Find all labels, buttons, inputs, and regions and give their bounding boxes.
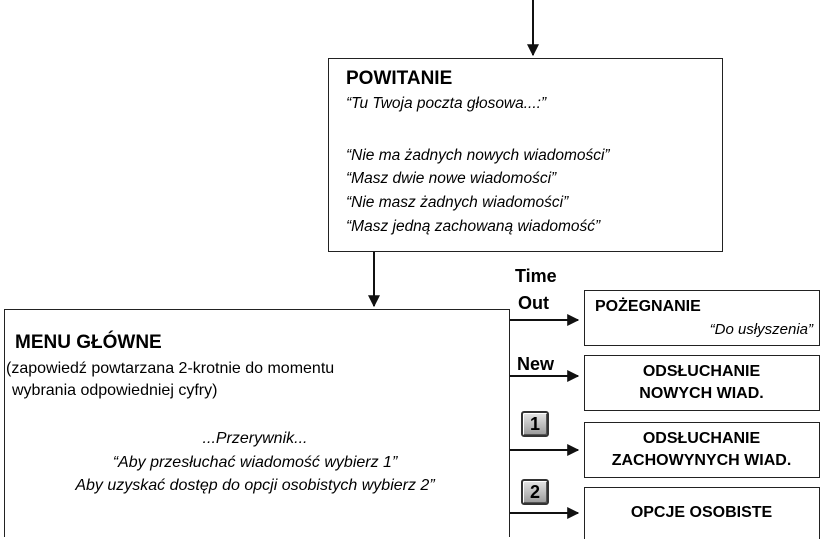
odsluchanie-nowych-box: ODSŁUCHANIE NOWYCH WIAD. xyxy=(584,355,820,411)
label-time: Time xyxy=(515,266,557,286)
odsluchanie-zachowanych-line1: ODSŁUCHANIE xyxy=(642,430,761,447)
pozegnanie-box: POŻEGNANIE “Do usłyszenia” xyxy=(584,290,820,346)
menu-note: wybrania odpowiedniej cyfry) xyxy=(12,382,218,399)
powitanie-line: “Nie ma żadnych nowych wiadomości” xyxy=(346,147,610,164)
key-1-icon: 1 xyxy=(521,411,549,437)
menu-line: “Aby przesłuchać wiadomość wybierz 1” xyxy=(112,454,398,471)
powitanie-title: POWITANIE xyxy=(346,68,453,89)
key-2-icon: 2 xyxy=(521,479,549,505)
opcje-osobiste-label: OPCJE OSOBISTE xyxy=(630,504,773,521)
odsluchanie-nowych-line2: NOWYCH WIAD. xyxy=(639,385,764,402)
menu-glowne-box: MENU GŁÓWNE (zapowiedź powtarzana 2-krot… xyxy=(4,309,510,537)
odsluchanie-zachowanych-line2: ZACHOWYNYCH WIAD. xyxy=(611,452,792,469)
menu-title: MENU GŁÓWNE xyxy=(15,332,162,353)
pozegnanie-title: POŻEGNANIE xyxy=(595,298,701,315)
label-out: Out xyxy=(518,293,549,313)
odsluchanie-zachowanych-box: ODSŁUCHANIE ZACHOWYNYCH WIAD. xyxy=(584,422,820,478)
powitanie-line: “Masz jedną zachowaną wiadomość” xyxy=(346,218,601,235)
odsluchanie-nowych-line1: ODSŁUCHANIE xyxy=(642,363,761,380)
pozegnanie-sub: “Do usłyszenia” xyxy=(709,321,813,338)
powitanie-box: POWITANIE “Tu Twoja poczta głosowa...:” … xyxy=(328,58,723,252)
powitanie-line: “Tu Twoja poczta głosowa...:” xyxy=(346,95,547,112)
menu-line: Aby uzyskać dostęp do opcji osobistych w… xyxy=(75,477,435,494)
powitanie-line: “Nie masz żadnych wiadomości” xyxy=(346,194,569,211)
label-new: New xyxy=(517,354,555,374)
menu-line: ...Przerywnik... xyxy=(202,430,308,447)
opcje-osobiste-box: OPCJE OSOBISTE xyxy=(584,487,820,539)
powitanie-line: “Masz dwie nowe wiadomości” xyxy=(346,170,557,187)
menu-note: (zapowiedź powtarzana 2-krotnie do momen… xyxy=(6,360,335,377)
